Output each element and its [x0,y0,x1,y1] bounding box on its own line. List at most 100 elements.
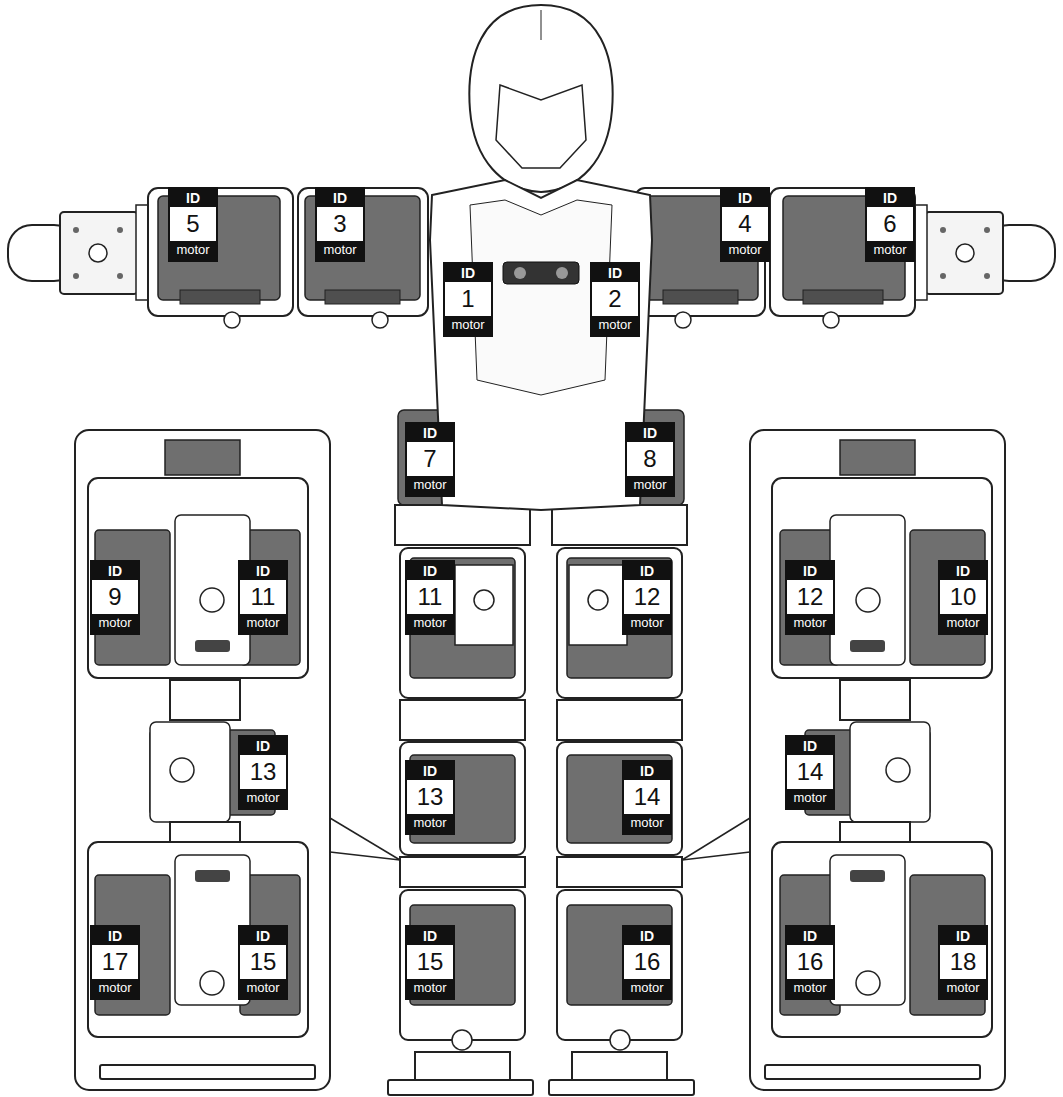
id-tag: ID [867,189,913,207]
motor-tag: motor [240,614,286,633]
sensor-eye [514,267,526,279]
id-tag: ID [787,737,833,755]
sensor-eye [556,267,568,279]
motor-tag: motor [624,814,670,833]
motor-id-number: 2 [592,282,638,316]
callout-line [682,852,750,860]
motor-tag: motor [940,614,986,633]
motor-tag: motor [445,316,491,335]
id-tag: ID [317,189,363,207]
id-tag: ID [627,424,673,442]
face-visor [496,85,586,168]
id-tag: ID [787,927,833,945]
id-tag: ID [240,927,286,945]
motor-id-number: 5 [170,207,216,241]
motor-id-number: 14 [787,755,833,789]
right-inset [750,430,1005,1090]
motor-id-label: ID17motor [90,925,140,1000]
motor-id-number: 10 [940,580,986,614]
id-tag: ID [787,562,833,580]
motor-id-label: ID4motor [720,187,770,262]
motor-id-label: ID11motor [405,560,455,635]
head [469,5,612,192]
motor-id-label: ID3motor [315,187,365,262]
motor-tag: motor [317,241,363,260]
motor-id-label: ID9motor [90,560,140,635]
motor-id-number: 15 [407,945,453,979]
id-tag: ID [240,737,286,755]
motor-id-number: 13 [407,780,453,814]
sensor [503,262,579,284]
motor-id-number: 15 [240,945,286,979]
id-tag: ID [407,562,453,580]
motor-id-number: 12 [624,580,670,614]
motor-id-number: 11 [407,580,453,614]
motor-id-number: 17 [92,945,138,979]
motor-id-label: ID8motor [625,422,675,497]
id-tag: ID [722,189,768,207]
right-arm [635,188,1055,328]
motor-id-label: ID6motor [865,187,915,262]
motor-id-number: 9 [92,580,138,614]
id-tag: ID [624,562,670,580]
motor-id-number: 16 [624,945,670,979]
motor-id-number: 1 [445,282,491,316]
motor-id-label: ID14motor [785,735,835,810]
motor-tag: motor [407,614,453,633]
motor-tag: motor [624,979,670,998]
callout-line [682,818,750,860]
motor-tag: motor [170,241,216,260]
motor-id-label: ID16motor [785,925,835,1000]
motor-id-label: ID18motor [938,925,988,1000]
torso [430,180,652,510]
motor-id-label: ID2motor [590,262,640,337]
id-tag: ID [92,927,138,945]
motor-tag: motor [407,979,453,998]
id-tag: ID [92,562,138,580]
id-tag: ID [624,927,670,945]
motor-id-number: 7 [407,442,453,476]
motor-id-label: ID16motor [622,925,672,1000]
motor-id-number: 14 [624,780,670,814]
motor-id-number: 18 [940,945,986,979]
motor-tag: motor [627,476,673,495]
motor-tag: motor [407,476,453,495]
id-tag: ID [240,562,286,580]
id-tag: ID [940,927,986,945]
id-tag: ID [445,264,491,282]
motor-id-number: 11 [240,580,286,614]
motor-id-number: 12 [787,580,833,614]
motor-id-number: 4 [722,207,768,241]
motor-id-label: ID15motor [405,925,455,1000]
motor-id-label: ID10motor [938,560,988,635]
head-seam [541,10,542,40]
left-arm [8,188,428,328]
motor-tag: motor [787,789,833,808]
motor-tag: motor [787,614,833,633]
left-leg [388,410,533,1095]
motor-tag: motor [940,979,986,998]
id-tag: ID [592,264,638,282]
motor-tag: motor [92,979,138,998]
motor-id-number: 16 [787,945,833,979]
motor-id-number: 8 [627,442,673,476]
motor-id-number: 13 [240,755,286,789]
motor-id-label: ID5motor [168,187,218,262]
motor-tag: motor [240,789,286,808]
motor-tag: motor [407,814,453,833]
left-inset [75,430,330,1090]
motor-id-label: ID14motor [622,760,672,835]
motor-id-number: 6 [867,207,913,241]
id-tag: ID [170,189,216,207]
motor-id-label: ID12motor [785,560,835,635]
motor-id-label: ID15motor [238,925,288,1000]
motor-tag: motor [592,316,638,335]
motor-tag: motor [787,979,833,998]
motor-tag: motor [92,614,138,633]
id-tag: ID [407,927,453,945]
id-tag: ID [940,562,986,580]
motor-id-number: 3 [317,207,363,241]
